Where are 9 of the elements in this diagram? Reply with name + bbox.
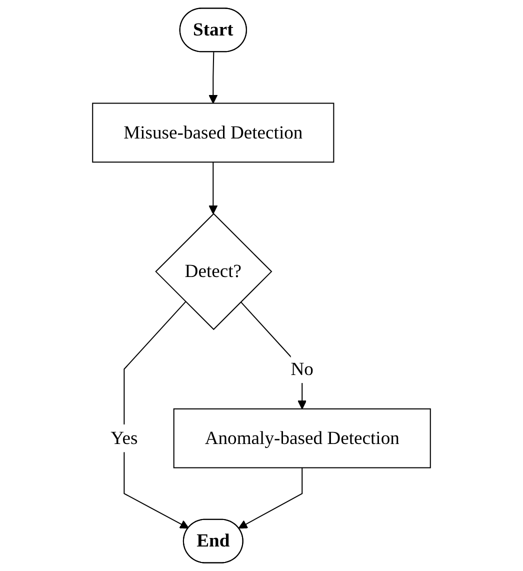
arrow xyxy=(208,52,218,104)
arrow xyxy=(124,301,189,529)
arrow xyxy=(208,162,218,214)
edge-label: Yes xyxy=(110,427,138,448)
node-box: Misuse-based Detection xyxy=(92,102,334,163)
arrow xyxy=(238,468,303,529)
node-box: Anomaly-based Detection xyxy=(173,408,431,468)
node-diamond: Detect? xyxy=(155,213,272,330)
edge-label: No xyxy=(290,358,314,379)
